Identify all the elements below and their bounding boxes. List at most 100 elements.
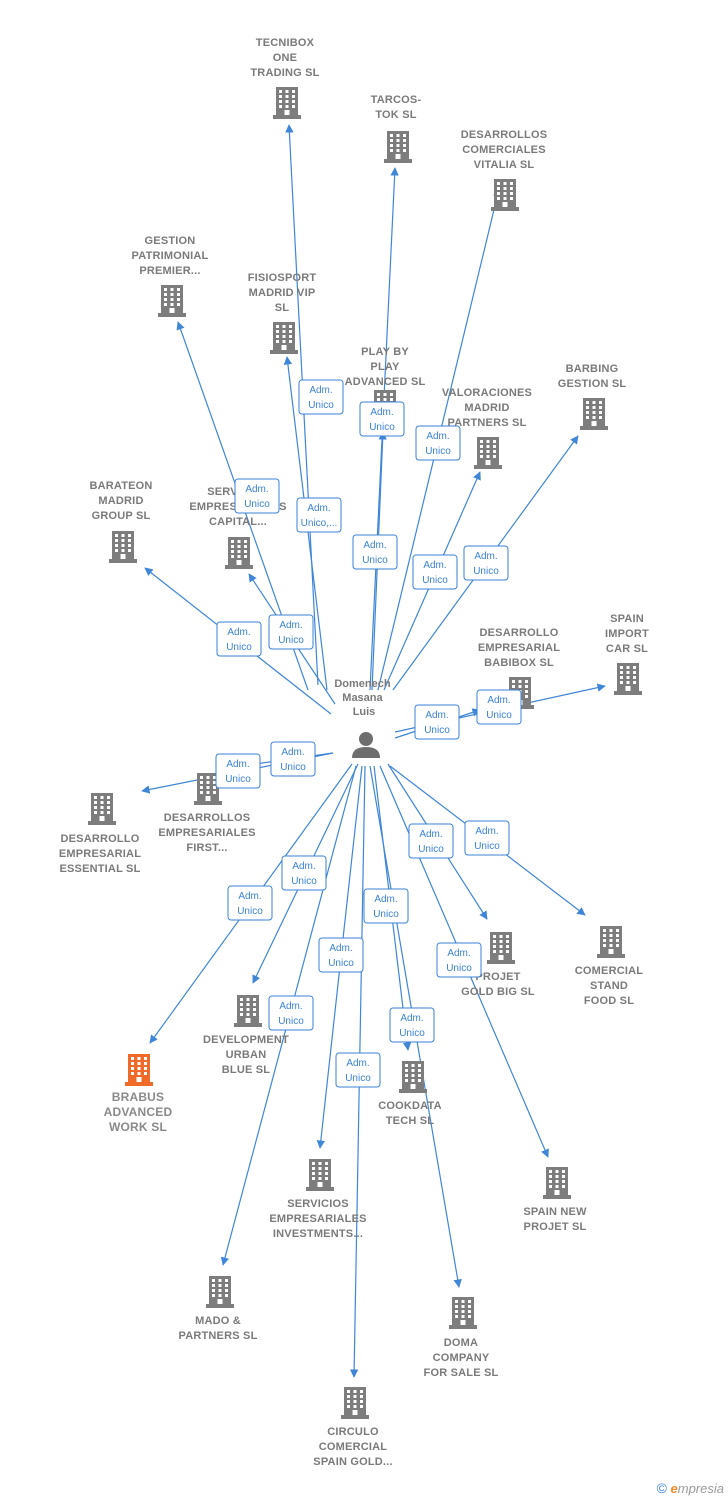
edge-role-box (359, 401, 405, 437)
edge-role-label[interactable]: Adm.Unico (414, 704, 460, 740)
edge-role-box (298, 379, 344, 415)
person-name: Domenech Masana Luis (334, 678, 393, 718)
edge-role-label[interactable]: Adm.Unico (389, 1007, 435, 1043)
edge-role-text: Adm.Unico (308, 385, 334, 411)
footer-brand: © empresia (657, 1480, 724, 1496)
edge-role-text: Adm.Unico (345, 1058, 371, 1084)
edge-role-text: Adm.Unico (425, 431, 451, 457)
edge-role-text: Adm.Unico (280, 747, 306, 773)
edge-role-box (436, 942, 482, 978)
building-icon (543, 1167, 571, 1199)
edge-role-label[interactable]: Adm.Unico (268, 614, 314, 650)
edge-role-label[interactable]: Adm.Unico (436, 942, 482, 978)
person-node[interactable]: Domenech Masana Luis (334, 678, 393, 758)
edge-role-text: Adm.Unico (226, 627, 252, 653)
edge-role-label[interactable]: Adm.Unico (234, 478, 280, 514)
edge-role-text: Adm.Unico (424, 710, 450, 736)
edge-role-text: Adm.Unico (291, 861, 317, 887)
edge-role-text: Adm.Unico (244, 484, 270, 510)
edge-role-box (463, 545, 509, 581)
edge-role-label[interactable]: Adm.Unico (227, 885, 273, 921)
building-icon (597, 926, 625, 958)
building-icon (384, 131, 412, 163)
edge-role-label[interactable]: Adm.Unico (415, 425, 461, 461)
edge-role-box (412, 554, 458, 590)
company-name: MADO &PARTNERS SL (178, 1315, 257, 1342)
edge-role-label[interactable]: Adm.Unico (359, 401, 405, 437)
edge-role-label[interactable]: Adm.Unico,... (296, 497, 342, 533)
edge-role-text: Adm.Unico (474, 826, 500, 852)
building-icon (109, 531, 137, 563)
edge-role-label[interactable]: Adm.Unico (281, 855, 327, 891)
edge-role-label[interactable]: Adm.Unico (298, 379, 344, 415)
edge-role-label[interactable]: Adm.Unico (476, 689, 522, 725)
edge-role-text: Adm.Unico (399, 1013, 425, 1039)
company-node-mado[interactable]: MADO &PARTNERS SL (178, 1276, 257, 1342)
edge-role-text: Adm.Unico (362, 540, 388, 566)
edge-role-label[interactable]: Adm.Unico (215, 753, 261, 789)
edge-role-label[interactable]: Adm.Unico (318, 937, 364, 973)
edge-role-box (270, 741, 316, 777)
building-icon (306, 1159, 334, 1191)
edge-role-label[interactable]: Adm.Unico (216, 621, 262, 657)
edge-role-text: Adm.Unico (446, 948, 472, 974)
edge-role-label[interactable]: Adm.Unico (270, 741, 316, 777)
building-icon (273, 87, 301, 119)
building-icon (225, 537, 253, 569)
building-icon (580, 398, 608, 430)
edge-role-label[interactable]: Adm.Unico (352, 534, 398, 570)
building-icon (125, 1054, 153, 1086)
edge-role-label[interactable]: Adm.Unico (335, 1052, 381, 1088)
edge-role-box (389, 1007, 435, 1043)
building-icon (88, 793, 116, 825)
building-icon (341, 1387, 369, 1419)
edge-role-label[interactable]: Adm.Unico (363, 888, 409, 924)
edge-role-box (215, 753, 261, 789)
edge-role-text: Adm.Unico (278, 620, 304, 646)
company-node-tarcos[interactable]: TARCOS-TOK SL (371, 94, 422, 163)
edge-role-text: Adm.Unico (473, 551, 499, 577)
edge-role-box (296, 497, 342, 533)
edge-role-label[interactable]: Adm.Unico (412, 554, 458, 590)
building-icon (158, 285, 186, 317)
edge-role-label[interactable]: Adm.Unico (408, 823, 454, 859)
edge-role-label[interactable]: Adm.Unico (268, 995, 314, 1031)
edge-role-box (464, 820, 510, 856)
edge-role-label[interactable]: Adm.Unico (464, 820, 510, 856)
building-icon (487, 932, 515, 964)
edge-role-box (408, 823, 454, 859)
edge-role-label[interactable]: Adm.Unico (463, 545, 509, 581)
edge-role-box (476, 689, 522, 725)
